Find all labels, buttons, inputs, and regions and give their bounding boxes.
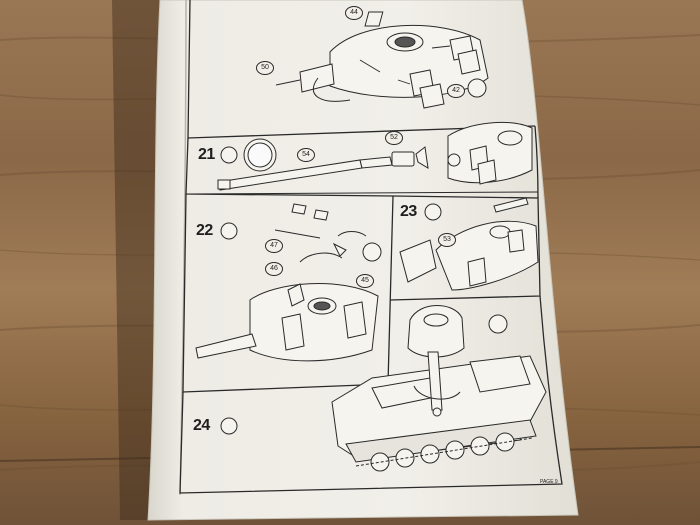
part-callout-47: 47	[265, 239, 283, 253]
step-number-21: 21	[198, 146, 215, 163]
page-fold	[179, 0, 187, 496]
booklet-shadow	[112, 0, 160, 520]
part-callout-53: 53	[438, 233, 456, 247]
step-number-23: 23	[400, 203, 417, 220]
step21-drawing	[217, 121, 533, 191]
part-callout-44: 44	[345, 6, 363, 20]
page-label: PAGE 9	[540, 479, 558, 485]
part-callout-42: 42	[447, 84, 465, 98]
step-number-22: 22	[196, 222, 213, 239]
step20-turret-drawing	[299, 11, 489, 109]
part-callout-45: 45	[356, 274, 374, 288]
step-number-24: 24	[193, 417, 210, 434]
part-callout-50: 50	[256, 61, 274, 75]
step20-arrows	[275, 45, 451, 86]
part-callout-52: 52	[385, 131, 403, 145]
part-callout-46: 46	[265, 262, 283, 276]
step23-drawing	[399, 197, 539, 291]
step22-drawing	[195, 203, 382, 362]
part-callout-54: 54	[297, 148, 315, 162]
panel-frames	[179, 0, 563, 494]
step24-tank-drawing	[220, 305, 547, 472]
